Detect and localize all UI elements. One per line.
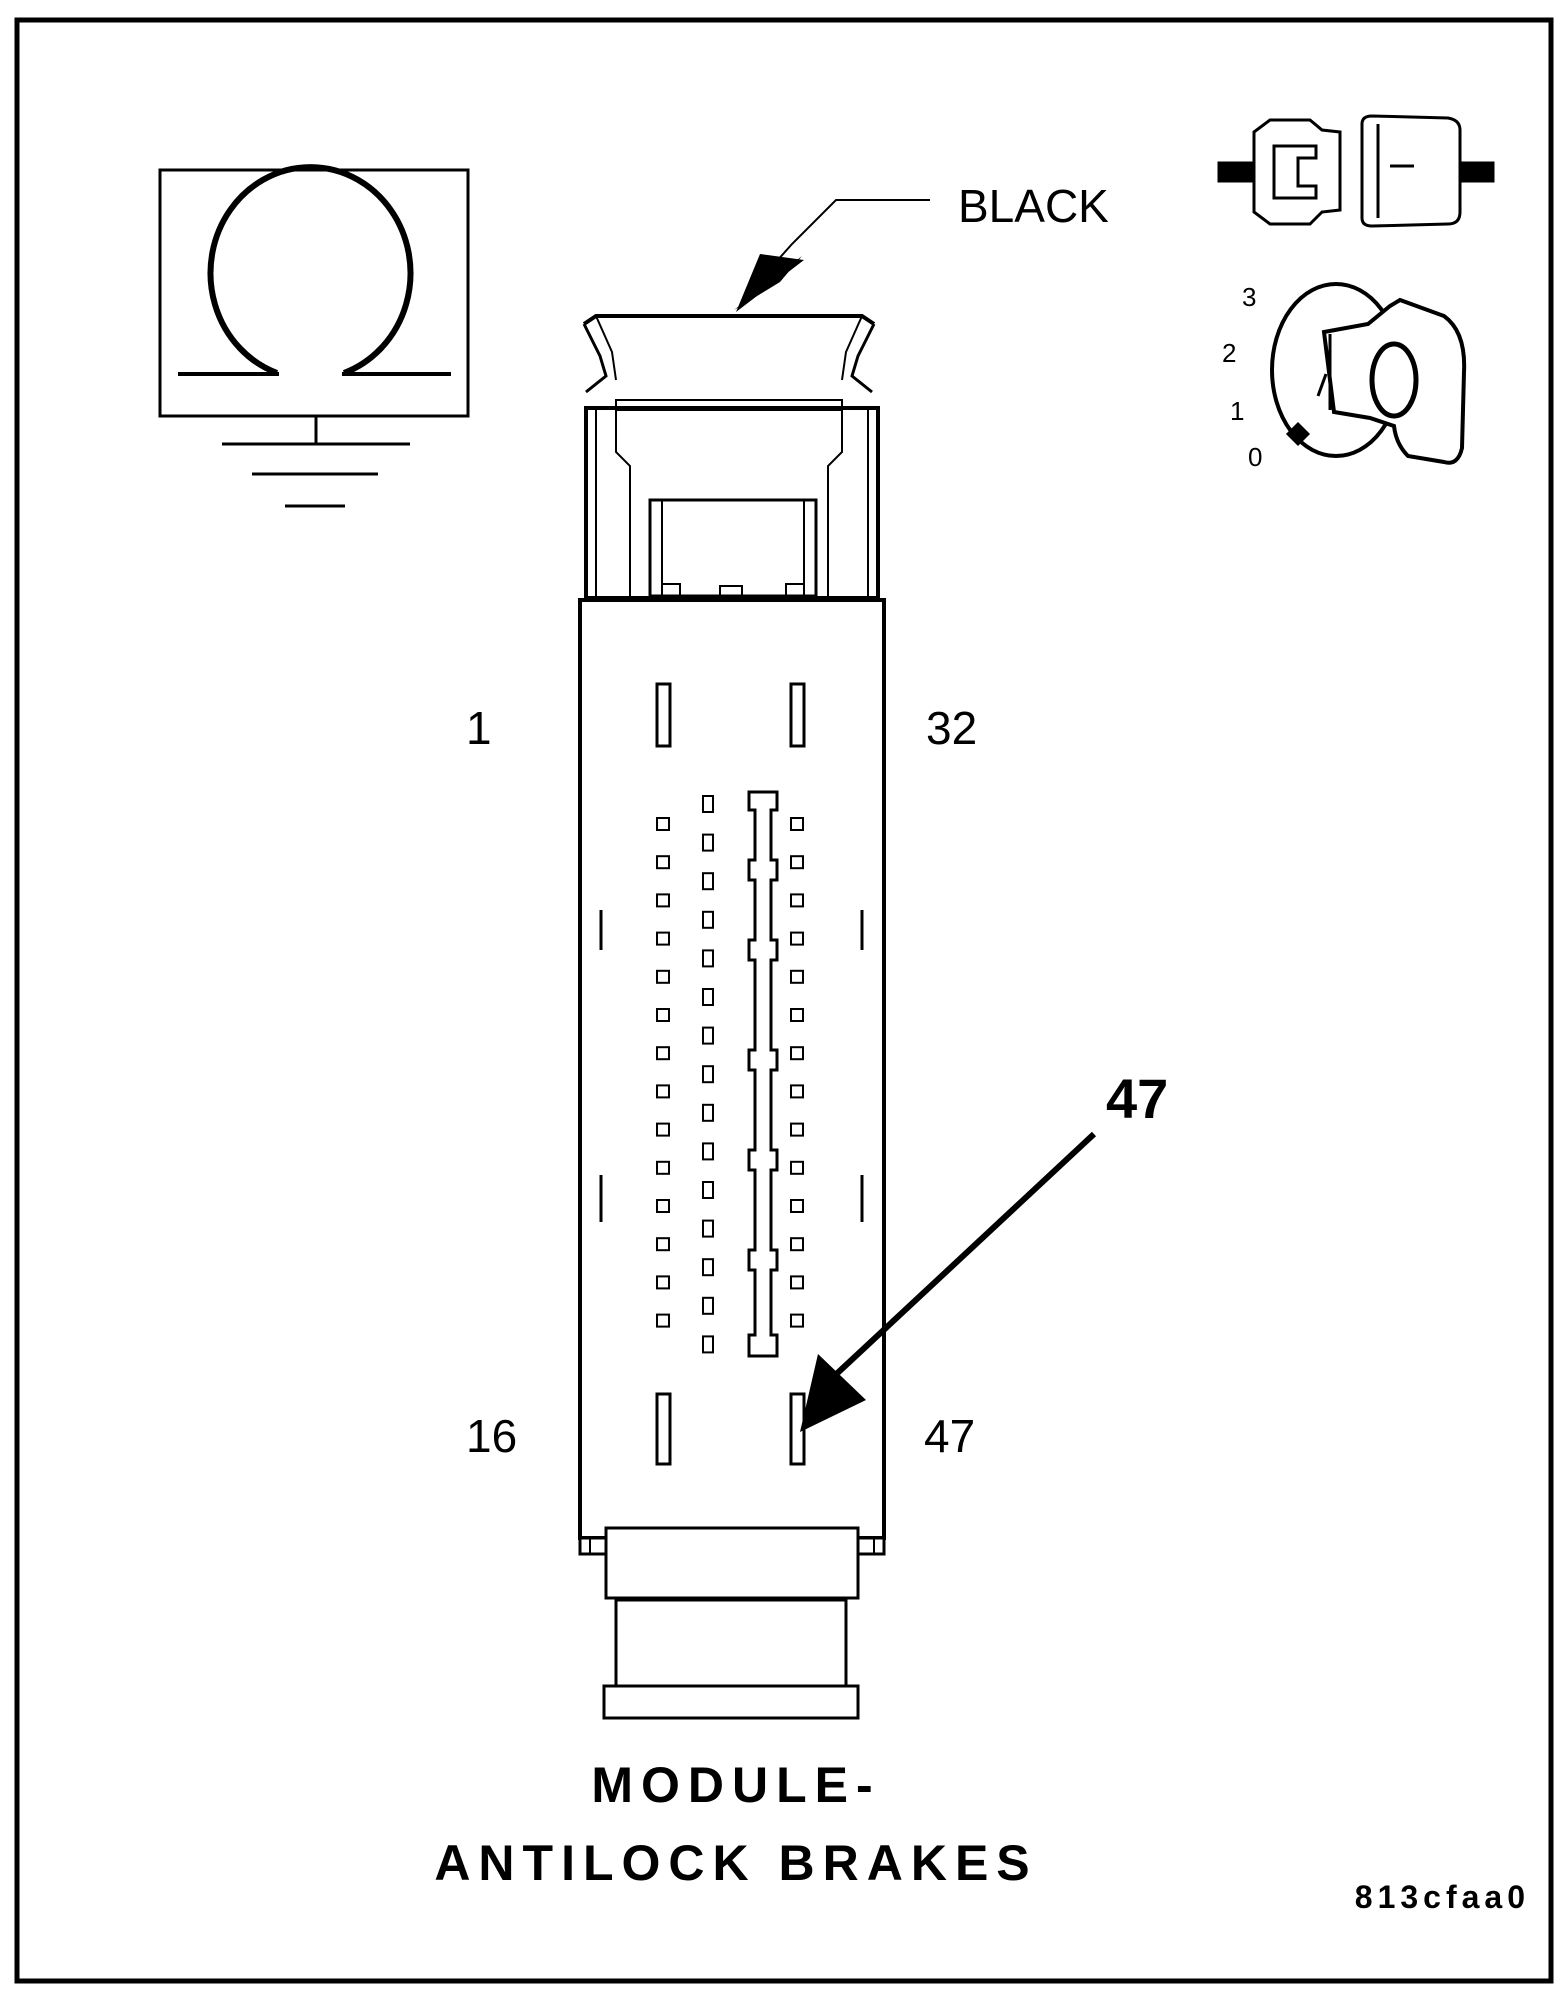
pin-cavity	[790, 1160, 804, 1175]
pin-cavity	[702, 1258, 714, 1277]
ignition-position-1: 1	[1230, 396, 1244, 426]
pin-cavity	[790, 1008, 804, 1022]
figure-id: 813cfaa0	[1355, 1879, 1530, 1915]
pin-cavity	[702, 1219, 714, 1238]
pin-cavity	[790, 893, 804, 908]
pin-cavity	[656, 1122, 670, 1137]
pin-cavity	[702, 910, 714, 929]
pin-cavity	[656, 1275, 670, 1290]
pin-cavity	[702, 1103, 714, 1122]
pin-label-1: 1	[466, 702, 492, 754]
omega-ground-icon	[158, 164, 470, 508]
pin-cavity	[702, 1142, 714, 1161]
pin-cavity	[656, 931, 670, 946]
pin-cavity	[656, 1313, 670, 1328]
pin-cavity	[656, 1084, 670, 1099]
pin-label-47: 47	[924, 1410, 975, 1462]
ignition-position-0: 0	[1248, 442, 1262, 472]
pin-cavity	[790, 1237, 804, 1252]
pin-cavity	[702, 1065, 714, 1084]
title-line-2: ANTILOCK BRAKES	[434, 1835, 1037, 1891]
pin-cavity	[790, 931, 804, 946]
pin-cavity	[702, 833, 714, 852]
title-line-1: MODULE-	[591, 1757, 880, 1813]
pin-cavity	[790, 1275, 804, 1290]
ignition-position-2: 2	[1222, 338, 1236, 368]
pin-label-16: 16	[466, 1410, 517, 1462]
pin-cavity	[656, 1199, 670, 1213]
pin-cavity	[790, 969, 804, 984]
pin-cavity	[790, 817, 804, 831]
ignition-position-3: 3	[1242, 282, 1256, 312]
pin-cavity	[702, 1181, 714, 1199]
pin-cavity	[656, 1160, 670, 1175]
connector-housing-bottom	[578, 1526, 886, 1720]
connector-housing-top	[582, 314, 880, 600]
pin-cavity	[656, 817, 670, 831]
pin-cavity	[656, 893, 670, 908]
pin-cavity	[656, 1008, 670, 1022]
pin-cavity	[702, 949, 714, 968]
pin-callout-arrow	[800, 1131, 1097, 1432]
pin-cavity	[656, 969, 670, 984]
connector-plug-icon	[1217, 114, 1495, 228]
ignition-key-icon	[1270, 282, 1467, 465]
center-rail	[747, 790, 779, 1358]
pin-cavity	[790, 1084, 804, 1099]
pin-cavity	[702, 988, 714, 1006]
pin-cavity	[790, 1199, 804, 1213]
pin-cavity	[702, 1296, 714, 1315]
wire-color-leader	[734, 199, 930, 312]
pin-callout-label: 47	[1106, 1067, 1168, 1130]
pin-cavity	[790, 1046, 804, 1061]
pin-cavity	[790, 855, 804, 870]
pin-cavity	[702, 1335, 714, 1354]
pin-cavity	[702, 1026, 714, 1045]
page-frame	[14, 17, 1554, 1984]
pin-cavities	[656, 795, 804, 1354]
pin-label-32: 32	[926, 702, 977, 754]
pin-cavity	[790, 1313, 804, 1328]
keying-slots	[599, 682, 864, 1466]
pin-cavity	[702, 795, 714, 813]
pin-cavity	[702, 872, 714, 891]
wire-color-label: BLACK	[958, 180, 1109, 232]
pin-cavity	[656, 855, 670, 870]
pin-cavity	[790, 1122, 804, 1137]
pin-cavity	[656, 1046, 670, 1061]
pin-cavity	[656, 1237, 670, 1252]
